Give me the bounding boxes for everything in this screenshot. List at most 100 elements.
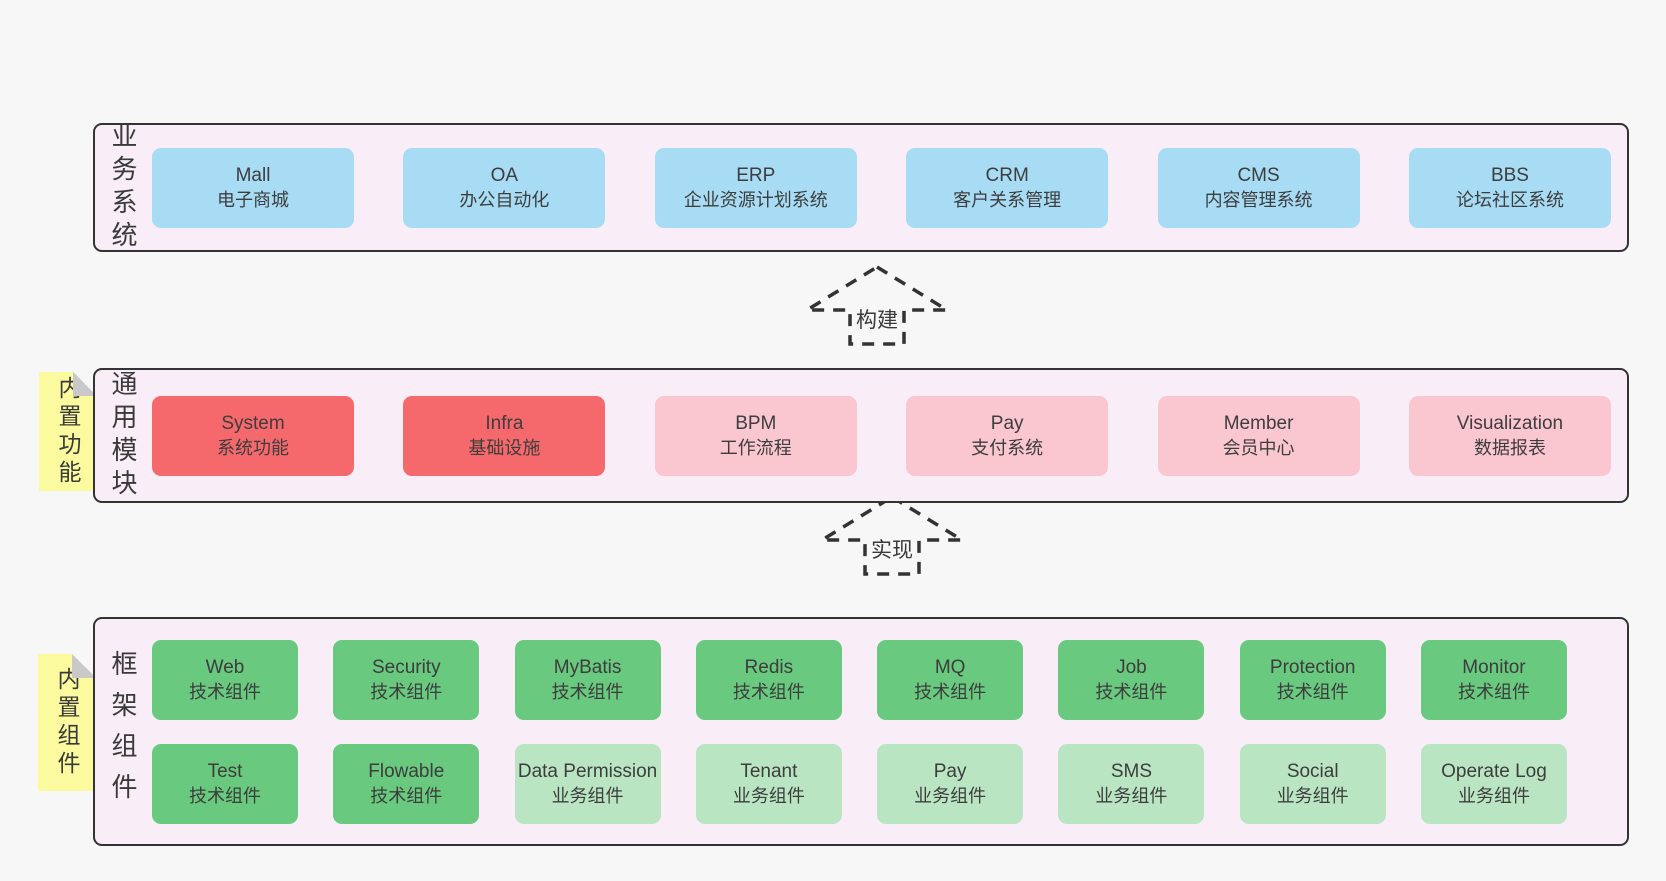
build-arrow-label-text: 构建 <box>853 309 901 332</box>
box-subtitle: 技术组件 <box>370 786 443 807</box>
box-crm: CRM 客户关系管理 <box>906 147 1109 228</box>
box-subtitle: 数据报表 <box>1473 438 1546 459</box>
box-subtitle: 工作流程 <box>719 438 792 459</box>
folded-corner-icon <box>72 654 96 678</box>
build-arrow: 构建 <box>792 264 962 346</box>
box-data-permission: Data Permission 业务组件 <box>514 743 661 824</box>
box-title: Web <box>205 656 245 678</box>
box-title: Data Permission <box>517 760 658 782</box>
box-pay-module: Pay 支付系统 <box>906 395 1109 476</box>
box-title: Protection <box>1269 656 1356 678</box>
box-tenant: Tenant 业务组件 <box>695 743 842 824</box>
box-mall: Mall 电子商城 <box>152 147 354 228</box>
layer-label-column: 业务系统 <box>95 122 152 254</box>
box-subtitle: 论坛社区系统 <box>1455 190 1564 211</box>
box-subtitle: 技术组件 <box>189 786 261 807</box>
box-title: Flowable <box>368 760 445 782</box>
box-member: Member 会员中心 <box>1157 395 1360 476</box>
common-modules-layer: 通用模块 System 系统功能 Infra 基础设施 BPM 工作流程 Pay… <box>93 368 1629 503</box>
box-title: Redis <box>744 656 794 678</box>
box-subtitle: 技术组件 <box>189 682 261 703</box>
box-title: BPM <box>735 412 777 434</box>
layer-label-business: 业务系统 <box>108 121 138 254</box>
box-subtitle: 系统功能 <box>217 438 289 459</box>
box-subtitle: 技术组件 <box>1457 682 1530 703</box>
box-mq: MQ 技术组件 <box>877 639 1024 720</box>
implement-arrow-label: 实现 <box>807 534 977 564</box>
up-arrow-icon <box>815 494 969 576</box>
sticky-built-in-features: 内置功能 <box>39 372 97 491</box>
layer-label-framework: 框架组件 <box>108 649 138 814</box>
box-subtitle: 支付系统 <box>971 438 1044 459</box>
box-subtitle: 电子商城 <box>217 190 289 211</box>
layer-label-modules: 通用模块 <box>108 369 138 502</box>
sticky-built-in-components: 内置组件 <box>38 654 96 791</box>
box-subtitle: 技术组件 <box>551 682 624 703</box>
framework-row-1: Web 技术组件 Security 技术组件 MyBatis 技术组件 Redi… <box>152 639 1567 720</box>
build-arrow-label: 构建 <box>792 304 962 334</box>
box-subtitle: 办公自动化 <box>459 190 550 211</box>
box-subtitle: 内容管理系统 <box>1204 190 1313 211</box>
box-pay-component: Pay 业务组件 <box>877 743 1024 824</box>
box-subtitle: 会员中心 <box>1222 438 1295 459</box>
box-protection: Protection 技术组件 <box>1239 639 1386 720</box>
box-subtitle: 业务组件 <box>1276 786 1349 807</box>
layer-label-column: 框架组件 <box>95 619 152 844</box>
framework-components-layer: 框架组件 Web 技术组件 Security 技术组件 MyBatis 技术组件… <box>93 617 1629 846</box>
layer-label-column: 通用模块 <box>95 369 152 502</box>
box-system: System 系统功能 <box>152 395 354 476</box>
box-subtitle: 技术组件 <box>914 682 987 703</box>
box-security: Security 技术组件 <box>333 639 480 720</box>
box-operate-log: Operate Log 业务组件 <box>1420 743 1567 824</box>
box-redis: Redis 技术组件 <box>695 639 842 720</box>
box-title: Mall <box>235 164 271 186</box>
box-title: Pay <box>990 412 1024 434</box>
box-title: Visualization <box>1456 412 1564 434</box>
box-subtitle: 业务组件 <box>1095 786 1168 807</box>
box-sms: SMS 业务组件 <box>1058 743 1205 824</box>
business-systems-layer: 业务系统 Mall 电子商城 OA 办公自动化 ERP 企业资源计划系统 CRM… <box>93 122 1629 254</box>
box-subtitle: 业务组件 <box>914 786 987 807</box>
box-title: OA <box>490 164 519 186</box>
box-title: Operate Log <box>1441 760 1547 782</box>
box-title: Tenant <box>740 760 798 782</box>
box-bbs: BBS 论坛社区系统 <box>1408 147 1611 228</box>
box-monitor: Monitor 技术组件 <box>1420 639 1567 720</box>
box-subtitle: 技术组件 <box>732 682 805 703</box>
box-title: Infra <box>485 412 524 434</box>
box-erp: ERP 企业资源计划系统 <box>654 147 857 228</box>
box-subtitle: 技术组件 <box>1276 682 1349 703</box>
box-title: BBS <box>1490 164 1529 186</box>
framework-rows: Web 技术组件 Security 技术组件 MyBatis 技术组件 Redi… <box>152 619 1567 844</box>
up-arrow-icon <box>800 264 954 346</box>
box-subtitle: 客户关系管理 <box>953 190 1062 211</box>
box-title: Monitor <box>1462 656 1526 678</box>
box-title: System <box>221 412 285 434</box>
box-title: MyBatis <box>553 656 622 678</box>
box-title: MQ <box>934 656 966 678</box>
box-subtitle: 业务组件 <box>551 786 624 807</box>
box-title: Test <box>207 760 243 782</box>
box-title: Social <box>1286 760 1339 782</box>
box-flowable: Flowable 技术组件 <box>333 743 480 824</box>
box-subtitle: 业务组件 <box>732 786 805 807</box>
box-subtitle: 企业资源计划系统 <box>683 190 828 211</box>
box-title: Pay <box>933 760 967 782</box>
box-job: Job 技术组件 <box>1058 639 1205 720</box>
box-web: Web 技术组件 <box>152 639 298 720</box>
box-subtitle: 技术组件 <box>370 682 443 703</box>
box-mybatis: MyBatis 技术组件 <box>514 639 661 720</box>
box-cms: CMS 内容管理系统 <box>1157 147 1360 228</box>
sticky-label: 内置组件 <box>54 666 80 779</box>
box-subtitle: 基础设施 <box>468 438 541 459</box>
box-social: Social 业务组件 <box>1239 743 1386 824</box>
box-subtitle: 业务组件 <box>1457 786 1530 807</box>
box-title: SMS <box>1110 760 1152 782</box>
box-subtitle: 技术组件 <box>1095 682 1168 703</box>
box-title: Member <box>1223 412 1294 434</box>
box-title: ERP <box>736 164 776 186</box>
box-visualization: Visualization 数据报表 <box>1408 395 1611 476</box>
box-infra: Infra 基础设施 <box>403 395 606 476</box>
modules-boxes-row: System 系统功能 Infra 基础设施 BPM 工作流程 Pay 支付系统… <box>152 370 1611 501</box>
implement-arrow-label-text: 实现 <box>868 539 916 562</box>
